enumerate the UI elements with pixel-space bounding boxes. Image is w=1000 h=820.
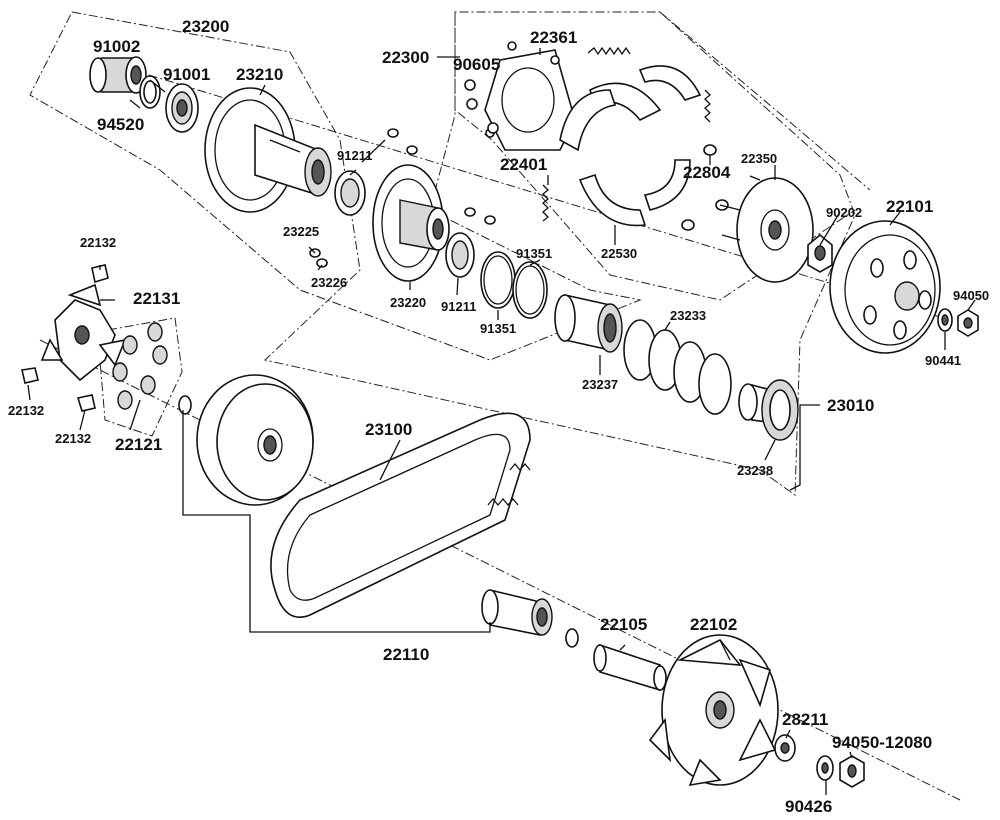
label-22361: 22361: [530, 28, 577, 47]
spring-seat-23238: [738, 379, 799, 441]
assembly-outline-22300: [454, 12, 856, 301]
label-22102: 22102: [690, 615, 737, 634]
label-22530: 22530: [601, 246, 637, 261]
label-22132-bottom: 22132: [55, 431, 91, 446]
sliders-22132: [21, 264, 109, 412]
circlip-small-upper: [178, 395, 192, 415]
movable-drive-face: [196, 374, 314, 506]
label-91211-upper: 91211: [337, 148, 372, 163]
nut-94050-12080: [839, 755, 865, 788]
rollers-22121: [112, 322, 168, 410]
part-labels: 23200 91002 91001 23210 94520 22300 9060…: [8, 17, 989, 816]
washer-90441: [937, 308, 953, 332]
label-23237: 23237: [582, 377, 618, 392]
collar-23237: [554, 294, 623, 353]
bush-22105: [593, 643, 667, 692]
label-91351-upper: 91351: [516, 246, 552, 261]
nuts-90605: [464, 79, 499, 134]
label-23220: 23220: [390, 295, 426, 310]
label-22101: 22101: [886, 197, 933, 216]
label-22350: 22350: [741, 151, 777, 166]
collar-22110: [481, 588, 553, 636]
movable-driven-face-23220: [372, 164, 450, 282]
label-23238: 23238: [737, 463, 773, 478]
label-22110: 22110: [383, 645, 429, 664]
axis-line-lower: [39, 339, 961, 801]
label-23225: 23225: [283, 224, 319, 239]
fan-drive-face-22102: [648, 634, 779, 787]
label-90202: 90202: [826, 205, 862, 220]
assembly-outline-clutch: [659, 11, 871, 191]
label-22300: 22300: [382, 48, 429, 67]
nut-94050: [957, 309, 979, 337]
pins-22804: [681, 144, 729, 231]
clutch-plate-22361: [484, 41, 576, 151]
label-28211: 28211: [782, 710, 828, 729]
label-23010: 23010: [827, 396, 874, 415]
label-23200: 23200: [182, 17, 229, 36]
circlip-small-lower: [565, 628, 579, 648]
ball-bearing-91001: [165, 83, 199, 133]
label-23210: 23210: [236, 65, 283, 84]
label-90441: 90441: [925, 353, 961, 368]
label-22121: 22121: [115, 435, 162, 454]
label-94520: 94520: [97, 115, 144, 134]
label-94050: 94050: [953, 288, 989, 303]
clutch-shoes-22530: [559, 65, 702, 227]
label-22132-left: 22132: [8, 403, 44, 418]
needle-bearing-91002: [89, 56, 147, 94]
label-94050-12080: 94050-12080: [832, 733, 932, 752]
nut-90202: [807, 233, 833, 273]
label-90605: 90605: [453, 55, 500, 74]
clutch-drive-plate-22350: [719, 175, 814, 283]
o-rings-91351: [480, 251, 548, 319]
washer-28211: [774, 734, 796, 762]
driven-fixed-face-23210: [204, 87, 332, 213]
assembly-outline-22121: [99, 317, 183, 437]
ramp-plate-22131: [40, 283, 127, 382]
label-23226: 23226: [311, 275, 347, 290]
label-23100: 23100: [365, 420, 412, 439]
label-91211-lower: 91211: [441, 299, 476, 314]
washer-90426: [816, 755, 834, 781]
clutch-outer-22101: [829, 220, 941, 354]
label-22132-top: 22132: [80, 235, 116, 250]
label-91351-lower: 91351: [480, 321, 516, 336]
label-22131: 22131: [133, 289, 180, 308]
spring-23233: [623, 319, 732, 415]
label-91002: 91002: [93, 37, 140, 56]
label-22401: 22401: [500, 155, 547, 174]
label-90426: 90426: [785, 797, 832, 816]
label-22105: 22105: [600, 615, 647, 634]
oil-seal-91211-upper: [334, 170, 366, 216]
oil-seal-91211-lower: [445, 232, 475, 278]
label-91001: 91001: [163, 65, 210, 84]
label-23233: 23233: [670, 308, 706, 323]
drive-belt-23100: [270, 412, 531, 618]
clutch-springs: [542, 46, 711, 222]
leader-lines: [27, 48, 976, 795]
label-22804: 22804: [683, 163, 731, 182]
pins-23225: [309, 128, 496, 268]
